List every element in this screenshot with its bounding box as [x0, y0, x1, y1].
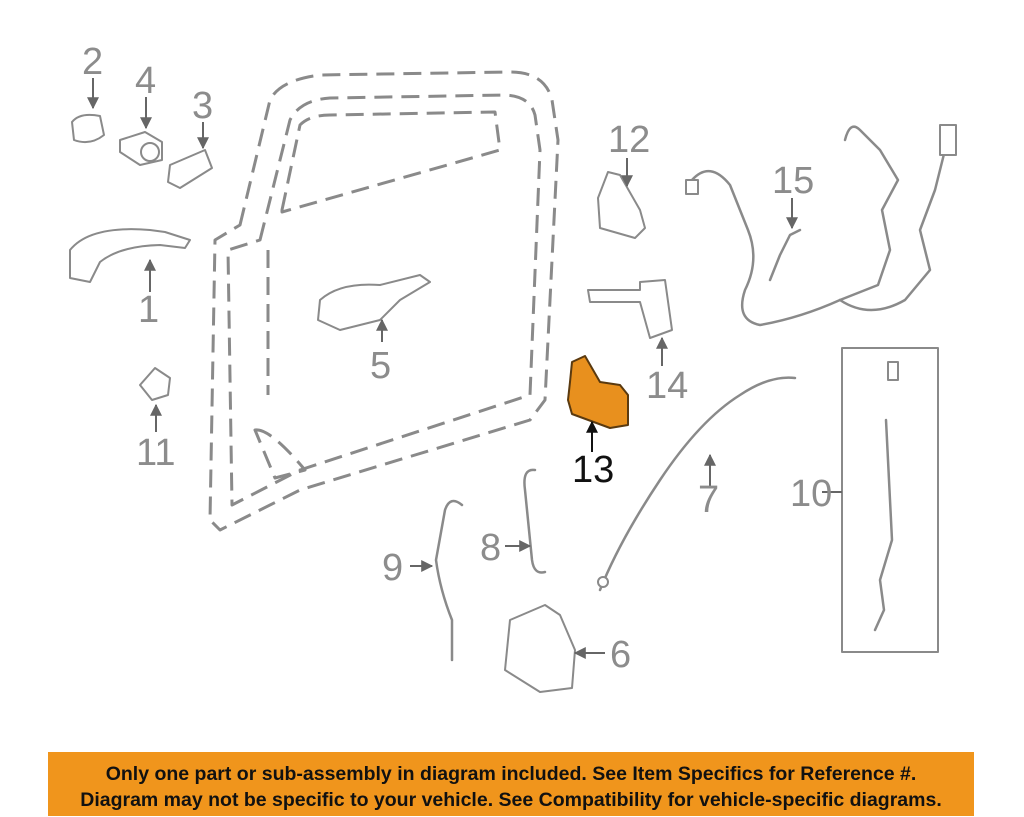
callout-11: 11: [136, 432, 175, 474]
callout-9: 9: [382, 547, 403, 589]
callout-5: 5: [370, 345, 391, 387]
part-11-striker: 11: [136, 367, 175, 474]
callout-6: 6: [610, 634, 631, 676]
door-outline: [208, 70, 560, 532]
part-8-rod: 8: [480, 468, 547, 574]
part-6-latch: 6: [504, 604, 631, 693]
disclaimer-line-1: Only one part or sub-assembly in diagram…: [105, 763, 917, 785]
part-4-lock-cylinder: 4: [119, 60, 163, 166]
callout-10: 10: [790, 473, 832, 515]
callout-14: 14: [646, 365, 688, 407]
callout-1: 1: [138, 289, 159, 331]
part-14-door-check: 14: [587, 279, 688, 407]
part-1-outside-handle: 1: [69, 228, 191, 331]
callout-3: 3: [192, 85, 213, 127]
part-12-hinge: 12: [597, 119, 650, 239]
callout-4: 4: [135, 60, 156, 102]
part-10-rod-kit: 10: [790, 347, 939, 653]
callout-7: 7: [698, 479, 719, 521]
part-3-bezel: 3: [167, 85, 213, 189]
part-2-cap: 2: [71, 41, 105, 144]
disclaimer-banner: Only one part or sub-assembly in diagram…: [48, 752, 974, 816]
callout-13: 13: [572, 449, 614, 491]
part-5-handle-carrier: 5: [317, 274, 431, 387]
callout-2: 2: [82, 41, 103, 83]
parts-diagram: 1 2 3 4 5 6 7 8: [69, 41, 957, 693]
part-15-wiring-harness: 15: [685, 124, 957, 327]
disclaimer-line-2: Diagram may not be specific to your vehi…: [80, 789, 942, 811]
part-13-hinge: 13: [567, 355, 629, 491]
callout-15: 15: [772, 160, 814, 202]
part-9-rod: 9: [382, 499, 464, 662]
callout-8: 8: [480, 527, 501, 569]
callout-12: 12: [608, 119, 650, 161]
part-7-cable: 7: [597, 376, 797, 592]
